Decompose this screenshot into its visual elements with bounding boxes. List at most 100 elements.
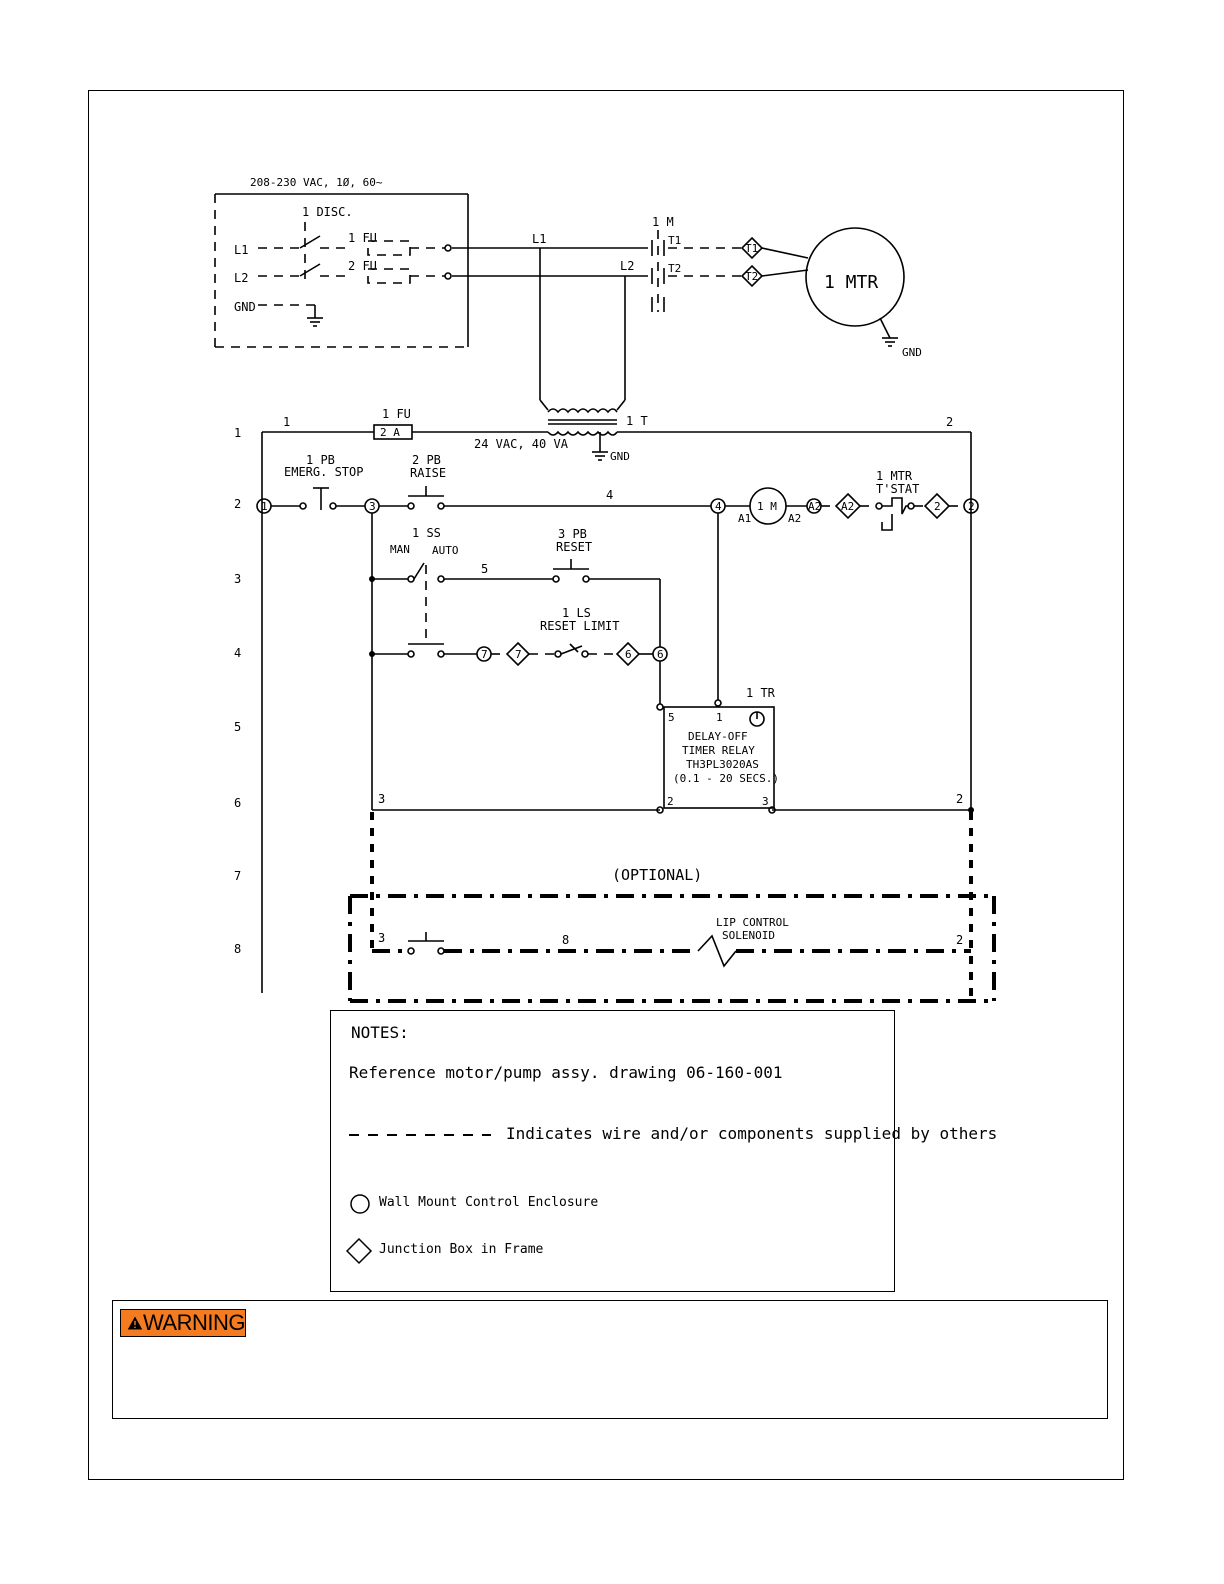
notes-reference: Reference motor/pump assy. drawing 06-16… — [349, 1063, 783, 1082]
junction-2-diamond — [923, 492, 951, 520]
notes-box: NOTES: Reference motor/pump assy. drawin… — [330, 1010, 997, 1292]
control-fuse-rating: 2 A — [380, 426, 400, 439]
motor-gnd-label: GND — [902, 346, 922, 359]
optional-label: (OPTIONAL) — [612, 866, 702, 884]
timer-line4: (0.1 - 20 SECS.) — [673, 772, 779, 785]
transformer-rating: 24 VAC, 40 VA — [474, 437, 569, 451]
fuse1-label: 1 FU — [348, 231, 377, 245]
terminal-label: 7 — [481, 648, 488, 661]
circle-legend-icon — [350, 1194, 370, 1214]
timer-relay-box — [663, 706, 775, 809]
notes-dashed: Indicates wire and/or components supplie… — [506, 1124, 998, 1143]
timer-line3: TH3PL3020AS — [686, 758, 759, 771]
tstat-desc: T'STAT — [876, 482, 919, 496]
rung-number: 1 — [234, 426, 241, 440]
control-circuit: 2 A 1 FU 1 2 1 1 PB EMERG. STOP 3 2 PB R… — [256, 407, 996, 1003]
timer-pin1: 1 — [716, 711, 723, 724]
pb1-desc: EMERG. STOP — [284, 465, 363, 479]
page-frame — [88, 90, 1124, 1480]
wire-2-label: 2 — [946, 415, 953, 429]
rung-number: 5 — [234, 720, 241, 734]
junction-t2-label: T2 — [745, 270, 758, 283]
pb2-name: 2 PB — [412, 453, 441, 467]
wire-2a-label: 2 — [956, 792, 963, 806]
ss1-auto: AUTO — [432, 544, 459, 557]
wire-4-label: 4 — [606, 488, 613, 502]
solenoid-line1: LIP CONTROL — [716, 916, 789, 929]
contactor-label: 1 M — [652, 215, 674, 229]
warning-label: WARNING — [142, 1310, 246, 1335]
supply-l2-label: L2 — [234, 271, 248, 285]
wire-2b-label: 2 — [956, 933, 963, 947]
transformer-gnd-label: GND — [610, 450, 630, 463]
timer-line2: TIMER RELAY — [682, 744, 755, 757]
power-circuit: L1 L2 1 M T1 T2 T1 T2 1 MTR GND — [452, 215, 922, 411]
junction-7-diamond — [505, 641, 531, 667]
terminal-label: 6 — [657, 648, 664, 661]
motor-symbol — [805, 227, 905, 327]
supply-gnd-label: GND — [234, 300, 256, 314]
wire-8-label: 8 — [562, 933, 569, 947]
timer-pin2: 2 — [667, 795, 674, 808]
pb3-name: 3 PB — [558, 527, 587, 541]
notes-title: NOTES: — [351, 1023, 409, 1042]
pb3-desc: RESET — [556, 540, 592, 554]
terminal-label: A2 — [808, 500, 821, 513]
transformer: 1 T 24 VAC, 40 VA GND — [474, 408, 648, 463]
warning-box: WARNING — [112, 1300, 1108, 1419]
supply-voltage-label: 208-230 VAC, 1Ø, 60~ — [250, 176, 383, 189]
rung-number: 4 — [234, 646, 241, 660]
rung-number: 2 — [234, 497, 241, 511]
timer-label: 1 TR — [746, 686, 776, 700]
terminal-label: 3 — [369, 500, 376, 513]
rung-number: 8 — [234, 942, 241, 956]
junction-t1-diamond — [740, 236, 764, 260]
junction-6-diamond — [615, 641, 641, 667]
t2-label: T2 — [668, 262, 681, 275]
t1-label: T1 — [668, 234, 681, 247]
supply-l1-label: L1 — [234, 243, 248, 257]
solenoid-line2: SOLENOID — [722, 929, 775, 942]
power-l2-label: L2 — [620, 259, 634, 273]
notes-diamond: Junction Box in Frame — [379, 1242, 544, 1257]
coil-a1: A1 — [738, 512, 751, 525]
terminal-label: 2 — [968, 500, 975, 513]
tstat-name: 1 MTR — [876, 469, 913, 483]
terminal-label: 1 — [261, 500, 268, 513]
wire-5-label: 5 — [481, 562, 488, 576]
junction-t1-label: T1 — [745, 242, 758, 255]
timer-pin3: 3 — [762, 795, 769, 808]
transformer-label: 1 T — [626, 414, 648, 428]
notes-circle: Wall Mount Control Enclosure — [379, 1195, 599, 1210]
junction-label: 2 — [934, 500, 941, 513]
ls1-desc: RESET LIMIT — [540, 619, 619, 633]
terminal-label: 4 — [715, 500, 722, 513]
disconnect-enclosure: 208-230 VAC, 1Ø, 60~ 1 DISC. L1 L2 GND 1… — [214, 176, 469, 348]
control-fuse-label: 1 FU — [382, 407, 411, 421]
warning-triangle-icon — [127, 1316, 143, 1330]
fuse2-label: 2 FU — [348, 259, 377, 273]
wire-3b-label: 3 — [378, 931, 385, 945]
power-l1-label: L1 — [532, 232, 546, 246]
rung-number: 7 — [234, 869, 241, 883]
disconnect-label: 1 DISC. — [302, 205, 353, 219]
junction-label: 6 — [625, 648, 632, 661]
rung-number: 3 — [234, 572, 241, 586]
diamond-legend-icon — [346, 1238, 373, 1265]
coil-name: 1 M — [757, 500, 777, 513]
timer-line1: DELAY-OFF — [688, 730, 748, 743]
junction-t2-diamond — [740, 264, 764, 288]
wire-1-label: 1 — [283, 415, 290, 429]
junction-label: A2 — [841, 500, 854, 513]
motor-label: 1 MTR — [824, 272, 878, 293]
ss1-name: 1 SS — [412, 526, 441, 540]
dashed-line-legend-icon — [349, 1134, 491, 1136]
timer-pin5: 5 — [668, 711, 675, 724]
rung-number: 6 — [234, 796, 241, 810]
junction-a2-diamond — [834, 492, 862, 520]
enclosure-terminal-2 — [963, 498, 979, 514]
ls1-name: 1 LS — [562, 606, 591, 620]
junction-label: 7 — [515, 648, 522, 661]
pb1-name: 1 PB — [306, 453, 335, 467]
